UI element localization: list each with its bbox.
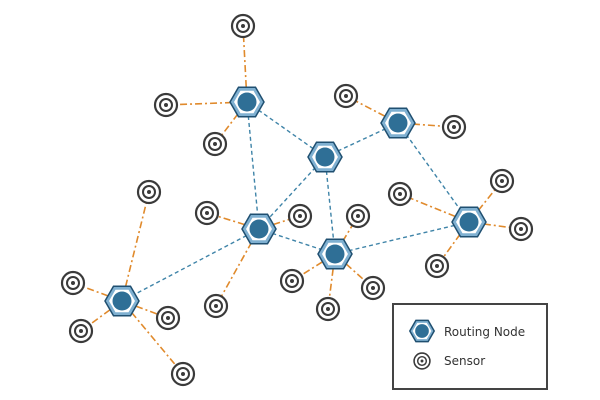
sensor-link: [468, 221, 522, 230]
sensor-link: [72, 282, 123, 302]
mesh-link: [397, 122, 470, 223]
sensor-icon: [413, 352, 431, 370]
sensor-node: [136, 179, 162, 205]
sensor-node: [230, 13, 256, 39]
legend-sensor-label: Sensor: [444, 354, 485, 368]
sensor-node: [155, 305, 181, 331]
mesh-link: [121, 228, 260, 302]
sensor-node: [333, 83, 359, 109]
sensor-node: [287, 203, 313, 229]
sensor-link: [121, 191, 150, 302]
sensor-node: [315, 296, 341, 322]
mesh-link: [246, 101, 326, 158]
sensor-link: [214, 101, 248, 145]
legend-box: [392, 303, 548, 390]
sensor-node: [203, 293, 229, 319]
sensor-node: [279, 268, 305, 294]
sensor-node: [60, 270, 86, 296]
sensor-link: [291, 253, 336, 282]
sensor-link: [165, 101, 248, 106]
sensor-node: [508, 216, 534, 242]
sensor-link: [334, 253, 374, 289]
routing-node: [317, 238, 353, 270]
sensor-link: [242, 25, 248, 103]
sensor-node: [170, 361, 196, 387]
routing-node: [104, 285, 140, 317]
sensor-node: [202, 131, 228, 157]
mesh-link: [334, 221, 470, 255]
mesh-link: [324, 156, 336, 255]
sensor-link: [399, 193, 470, 223]
routing-node: [307, 141, 343, 173]
sensor-node: [194, 200, 220, 226]
sensors-layer: [60, 13, 534, 387]
legend-routing-node-glyph: [408, 319, 436, 343]
mesh-link: [258, 156, 326, 230]
sensor-node: [489, 168, 515, 194]
sensor-node: [424, 253, 450, 279]
sensor-node: [441, 114, 467, 140]
sensor-node: [387, 181, 413, 207]
routing-node: [229, 86, 265, 118]
sensor-node: [68, 318, 94, 344]
routing-node-icon: [408, 319, 436, 343]
sensor-node: [345, 203, 371, 229]
sensor-node: [153, 92, 179, 118]
sensor-link: [468, 180, 503, 223]
mesh-link: [246, 101, 260, 230]
legend-sensor-glyph: [413, 352, 431, 370]
legend: Routing Node Sensor: [392, 303, 548, 390]
routing-node: [380, 107, 416, 139]
routing-node: [451, 206, 487, 238]
routing-node: [241, 213, 277, 245]
sensor-link: [80, 300, 123, 332]
legend-routing-label: Routing Node: [444, 325, 525, 339]
sensor-node: [360, 275, 386, 301]
routing-nodes-layer: [104, 86, 487, 317]
